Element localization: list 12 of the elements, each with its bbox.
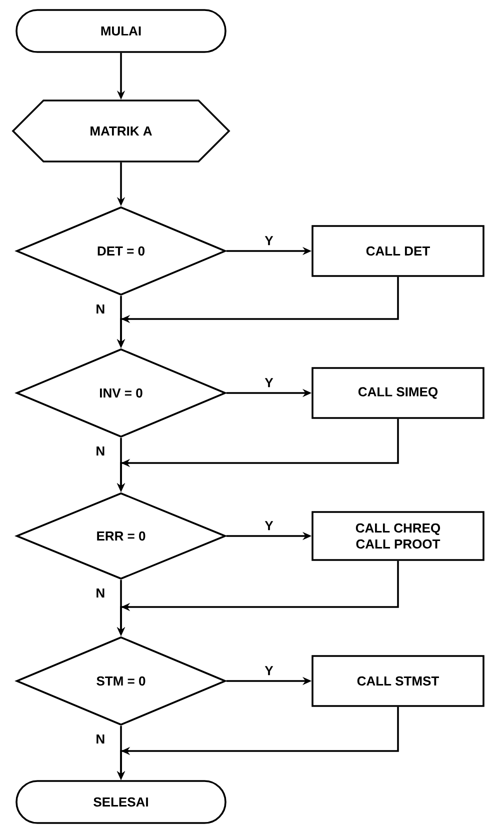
edge-label: N — [96, 446, 104, 456]
edge-label: N — [96, 734, 104, 744]
edge-label: Y — [264, 521, 274, 530]
edge-label: Y — [264, 378, 274, 388]
edge-label: Y — [264, 236, 274, 246]
edge-label: N — [96, 588, 104, 598]
process-box: CALL DET — [312, 225, 484, 277]
process-box: CALL CHREQ CALL PROOT — [312, 511, 484, 561]
process-box: CALL SIMEQ — [312, 367, 484, 419]
edge-label: Y — [264, 666, 274, 676]
process-box: CALL STMST — [312, 655, 484, 707]
edge-label: N — [96, 304, 104, 314]
